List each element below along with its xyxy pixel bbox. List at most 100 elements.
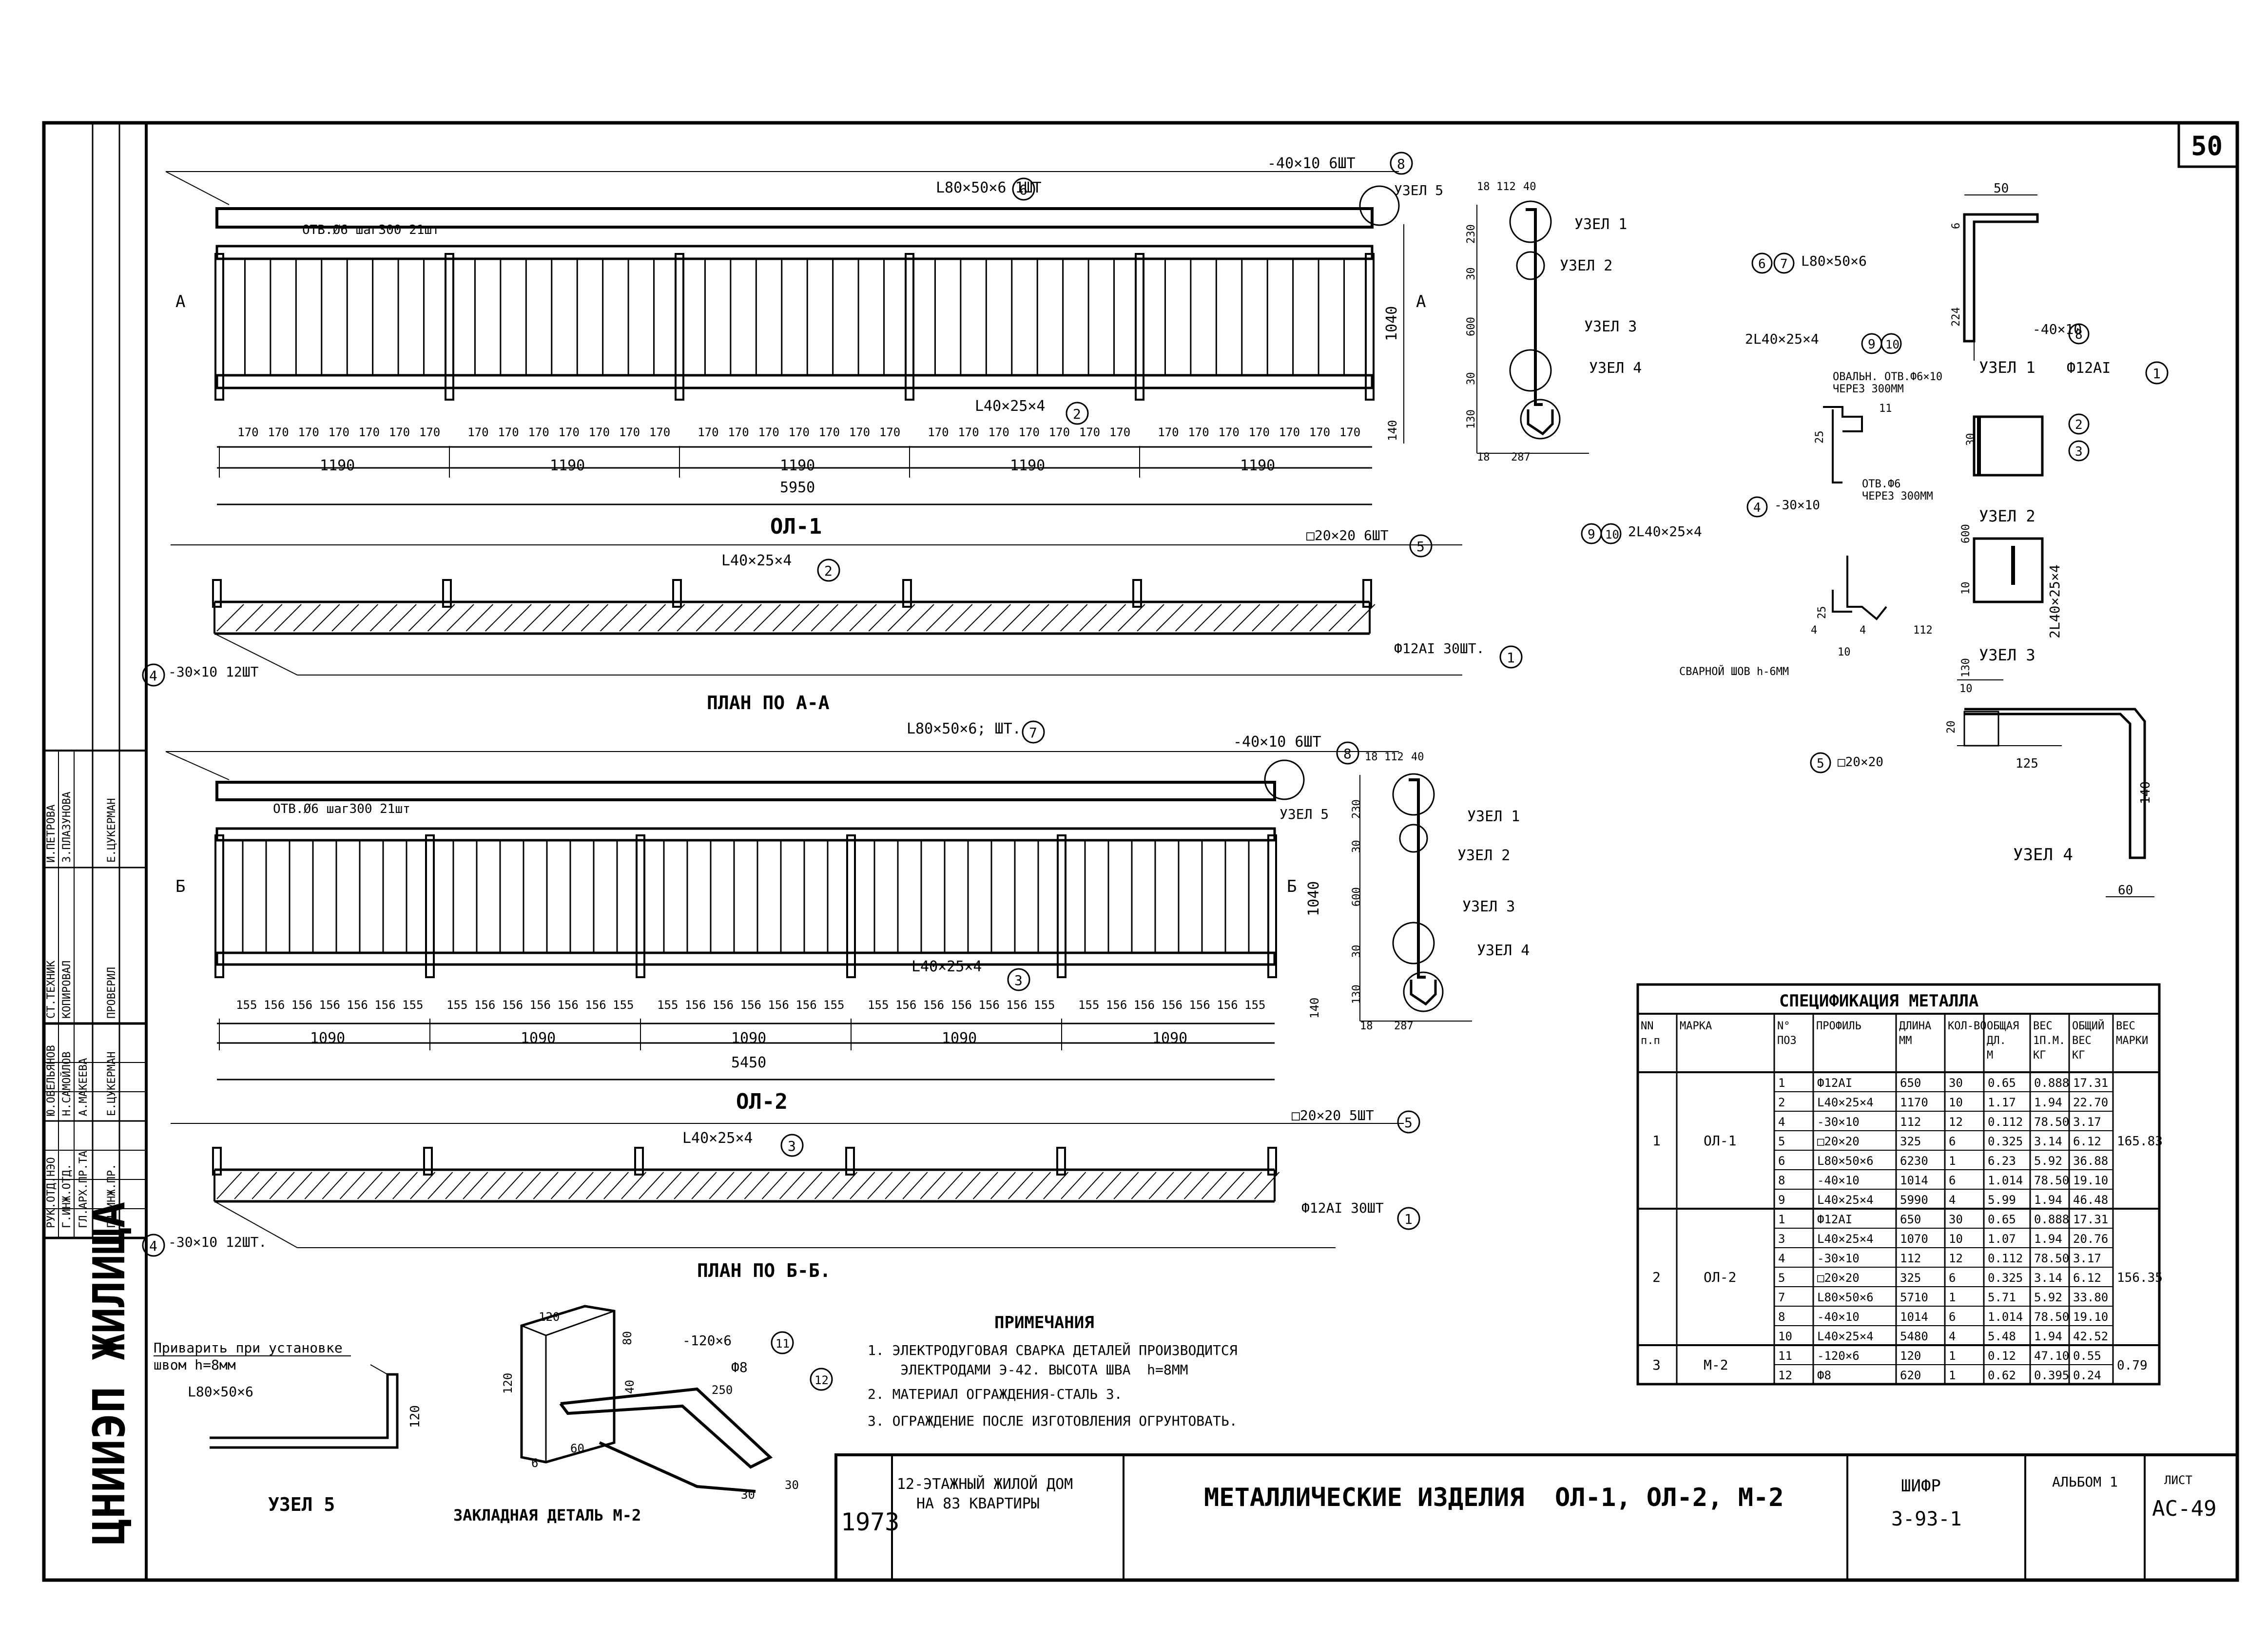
hatch-line — [1232, 604, 1260, 632]
svg-text:600: 600 — [1960, 524, 1972, 543]
svg-text:5: 5 — [1404, 1115, 1413, 1131]
svg-text:2: 2 — [1073, 406, 1081, 422]
spec-cell: L80×50×6 — [1817, 1154, 1874, 1168]
hatch-line — [234, 1172, 260, 1199]
svg-text:11: 11 — [775, 1337, 790, 1351]
ol1-callout-top: -40×10 6ШТ — [1267, 155, 1356, 172]
svg-text:АЛЬБОМ 1: АЛЬБОМ 1 — [2052, 1474, 2118, 1490]
spec-cell: 12 — [1949, 1252, 1963, 1265]
svg-text:4: 4 — [1753, 501, 1761, 515]
svg-text:18: 18 — [1477, 451, 1490, 463]
svg-text:125: 125 — [2016, 756, 2038, 771]
svg-text:18: 18 — [1365, 751, 1378, 763]
svg-text:50: 50 — [1994, 181, 2009, 196]
spec-header: ПОЗ — [1777, 1035, 1797, 1047]
spec-header: М — [1987, 1049, 1993, 1062]
svg-text:30: 30 — [1965, 433, 1977, 446]
svg-text:КОПИРОВАЛ: КОПИРОВАЛ — [61, 961, 73, 1019]
hatch-line — [907, 604, 934, 632]
spec-cell: 2 — [1778, 1096, 1785, 1109]
svg-text:6: 6 — [1950, 223, 1962, 229]
spec-cell: 325 — [1900, 1271, 1921, 1285]
spacing-label: 156 — [557, 998, 578, 1012]
spec-cell: 1170 — [1900, 1096, 1928, 1109]
svg-text:Г.ИНЖ.ОТД.: Г.ИНЖ.ОТД. — [61, 1164, 73, 1228]
hatch-line — [550, 1172, 576, 1199]
spec-cell: 6.12 — [2073, 1271, 2101, 1285]
hatch-line — [1328, 604, 1357, 632]
spec-cell: 1 — [1778, 1213, 1785, 1226]
post — [1267, 834, 1277, 978]
spec-cell: 4 — [1949, 1330, 1956, 1343]
spec-group-total: 156.35 — [2117, 1271, 2163, 1285]
spec-cell: 46.48 — [2073, 1193, 2108, 1207]
svg-text:30: 30 — [1351, 840, 1363, 853]
hatch-line — [1175, 604, 1203, 632]
hatch-line — [1194, 604, 1222, 632]
spacing-label: 170 — [819, 425, 840, 439]
node-details: 50 6 224 6 7 L80×50×6 -40×10 8 УЗЕЛ 1 Ф1… — [1581, 181, 2169, 898]
svg-text:230: 230 — [1465, 224, 1477, 244]
hatch-line — [1252, 604, 1279, 632]
spacing-label: 170 — [1309, 425, 1330, 439]
spec-header: КГ — [2033, 1049, 2046, 1062]
post — [214, 834, 224, 978]
svg-text:11: 11 — [1879, 403, 1892, 415]
spacing-label: 156 — [685, 998, 706, 1012]
svg-text:Н.САМОЙЛОВ: Н.САМОЙЛОВ — [60, 1052, 73, 1116]
svg-text:30: 30 — [1465, 268, 1477, 281]
svg-text:□20×20 5ШТ: □20×20 5ШТ — [1292, 1107, 1374, 1123]
svg-text:112: 112 — [1384, 751, 1404, 763]
spec-cell: 12 — [1778, 1369, 1792, 1382]
bay-label: 1190 — [320, 457, 355, 474]
spec-cell: 1014 — [1900, 1310, 1928, 1324]
plan-post — [1056, 1147, 1066, 1176]
spacing-label: 170 — [359, 425, 380, 439]
spec-cell: 10 — [1778, 1330, 1792, 1343]
spec-cell: 19.10 — [2073, 1174, 2108, 1187]
spacing-label: 170 — [1279, 425, 1300, 439]
bay-label: 1090 — [1152, 1030, 1187, 1047]
hatch-line — [972, 1172, 998, 1199]
hatch-line — [926, 604, 954, 632]
spec-header: ММ — [1899, 1035, 1912, 1047]
svg-text:1: 1 — [2152, 366, 2161, 382]
spacing-label: 170 — [389, 425, 410, 439]
svg-text:120: 120 — [539, 1310, 560, 1324]
spec-cell: 0.12 — [1988, 1349, 2016, 1363]
svg-text:УЗЕЛ 4: УЗЕЛ 4 — [1589, 360, 1642, 377]
hatch-line — [677, 604, 704, 632]
svg-text:40: 40 — [1411, 751, 1424, 763]
svg-text:СВАРНОЙ ШОВ h-6ММ: СВАРНОЙ ШОВ h-6ММ — [1679, 665, 1789, 678]
sheet-number: АС-49 — [2152, 1496, 2216, 1521]
ol2-plan: L40×25×4 3 □20×20 5ШТ 5 Ф12АI 30ШТ 1 4 -… — [142, 1107, 1420, 1281]
svg-text:А: А — [175, 292, 185, 311]
hatch-line — [902, 1172, 928, 1199]
spec-cell: 650 — [1900, 1213, 1921, 1226]
spec-header: ВЕС — [2072, 1035, 2092, 1047]
hatch-line — [945, 604, 973, 632]
hatch-line — [1061, 1172, 1086, 1199]
spec-header: КОЛ-ВО — [1948, 1020, 1986, 1032]
spacing-label: 170 — [559, 425, 580, 439]
svg-text:4: 4 — [149, 668, 157, 684]
ol1-title: ОЛ-1 — [770, 514, 822, 539]
hatch-line — [1201, 1172, 1227, 1199]
hatch-line — [252, 1172, 277, 1199]
spacing-label: 156 — [347, 998, 368, 1012]
spec-cell: L40×25×4 — [1817, 1193, 1874, 1207]
spacing-label: 170 — [958, 425, 979, 439]
hatch-line — [772, 604, 800, 632]
hatch-line — [1113, 1172, 1139, 1199]
ol1-total: 5950 — [780, 479, 815, 496]
plan-post — [634, 1147, 644, 1176]
svg-text:ШИФР: ШИФР — [1901, 1476, 1941, 1496]
ol2-title: ОЛ-2 — [736, 1089, 788, 1114]
spec-cell: 78.50 — [2034, 1310, 2069, 1324]
hatch-line — [581, 604, 609, 632]
svg-text:2: 2 — [824, 563, 833, 579]
hatch-line — [389, 604, 417, 632]
svg-text:12-ЭТАЖНЫЙ ЖИЛОЙ ДОМ: 12-ЭТАЖНЫЙ ЖИЛОЙ ДОМ — [897, 1475, 1073, 1493]
svg-text:□20×20 6ШТ: □20×20 6ШТ — [1306, 527, 1389, 543]
